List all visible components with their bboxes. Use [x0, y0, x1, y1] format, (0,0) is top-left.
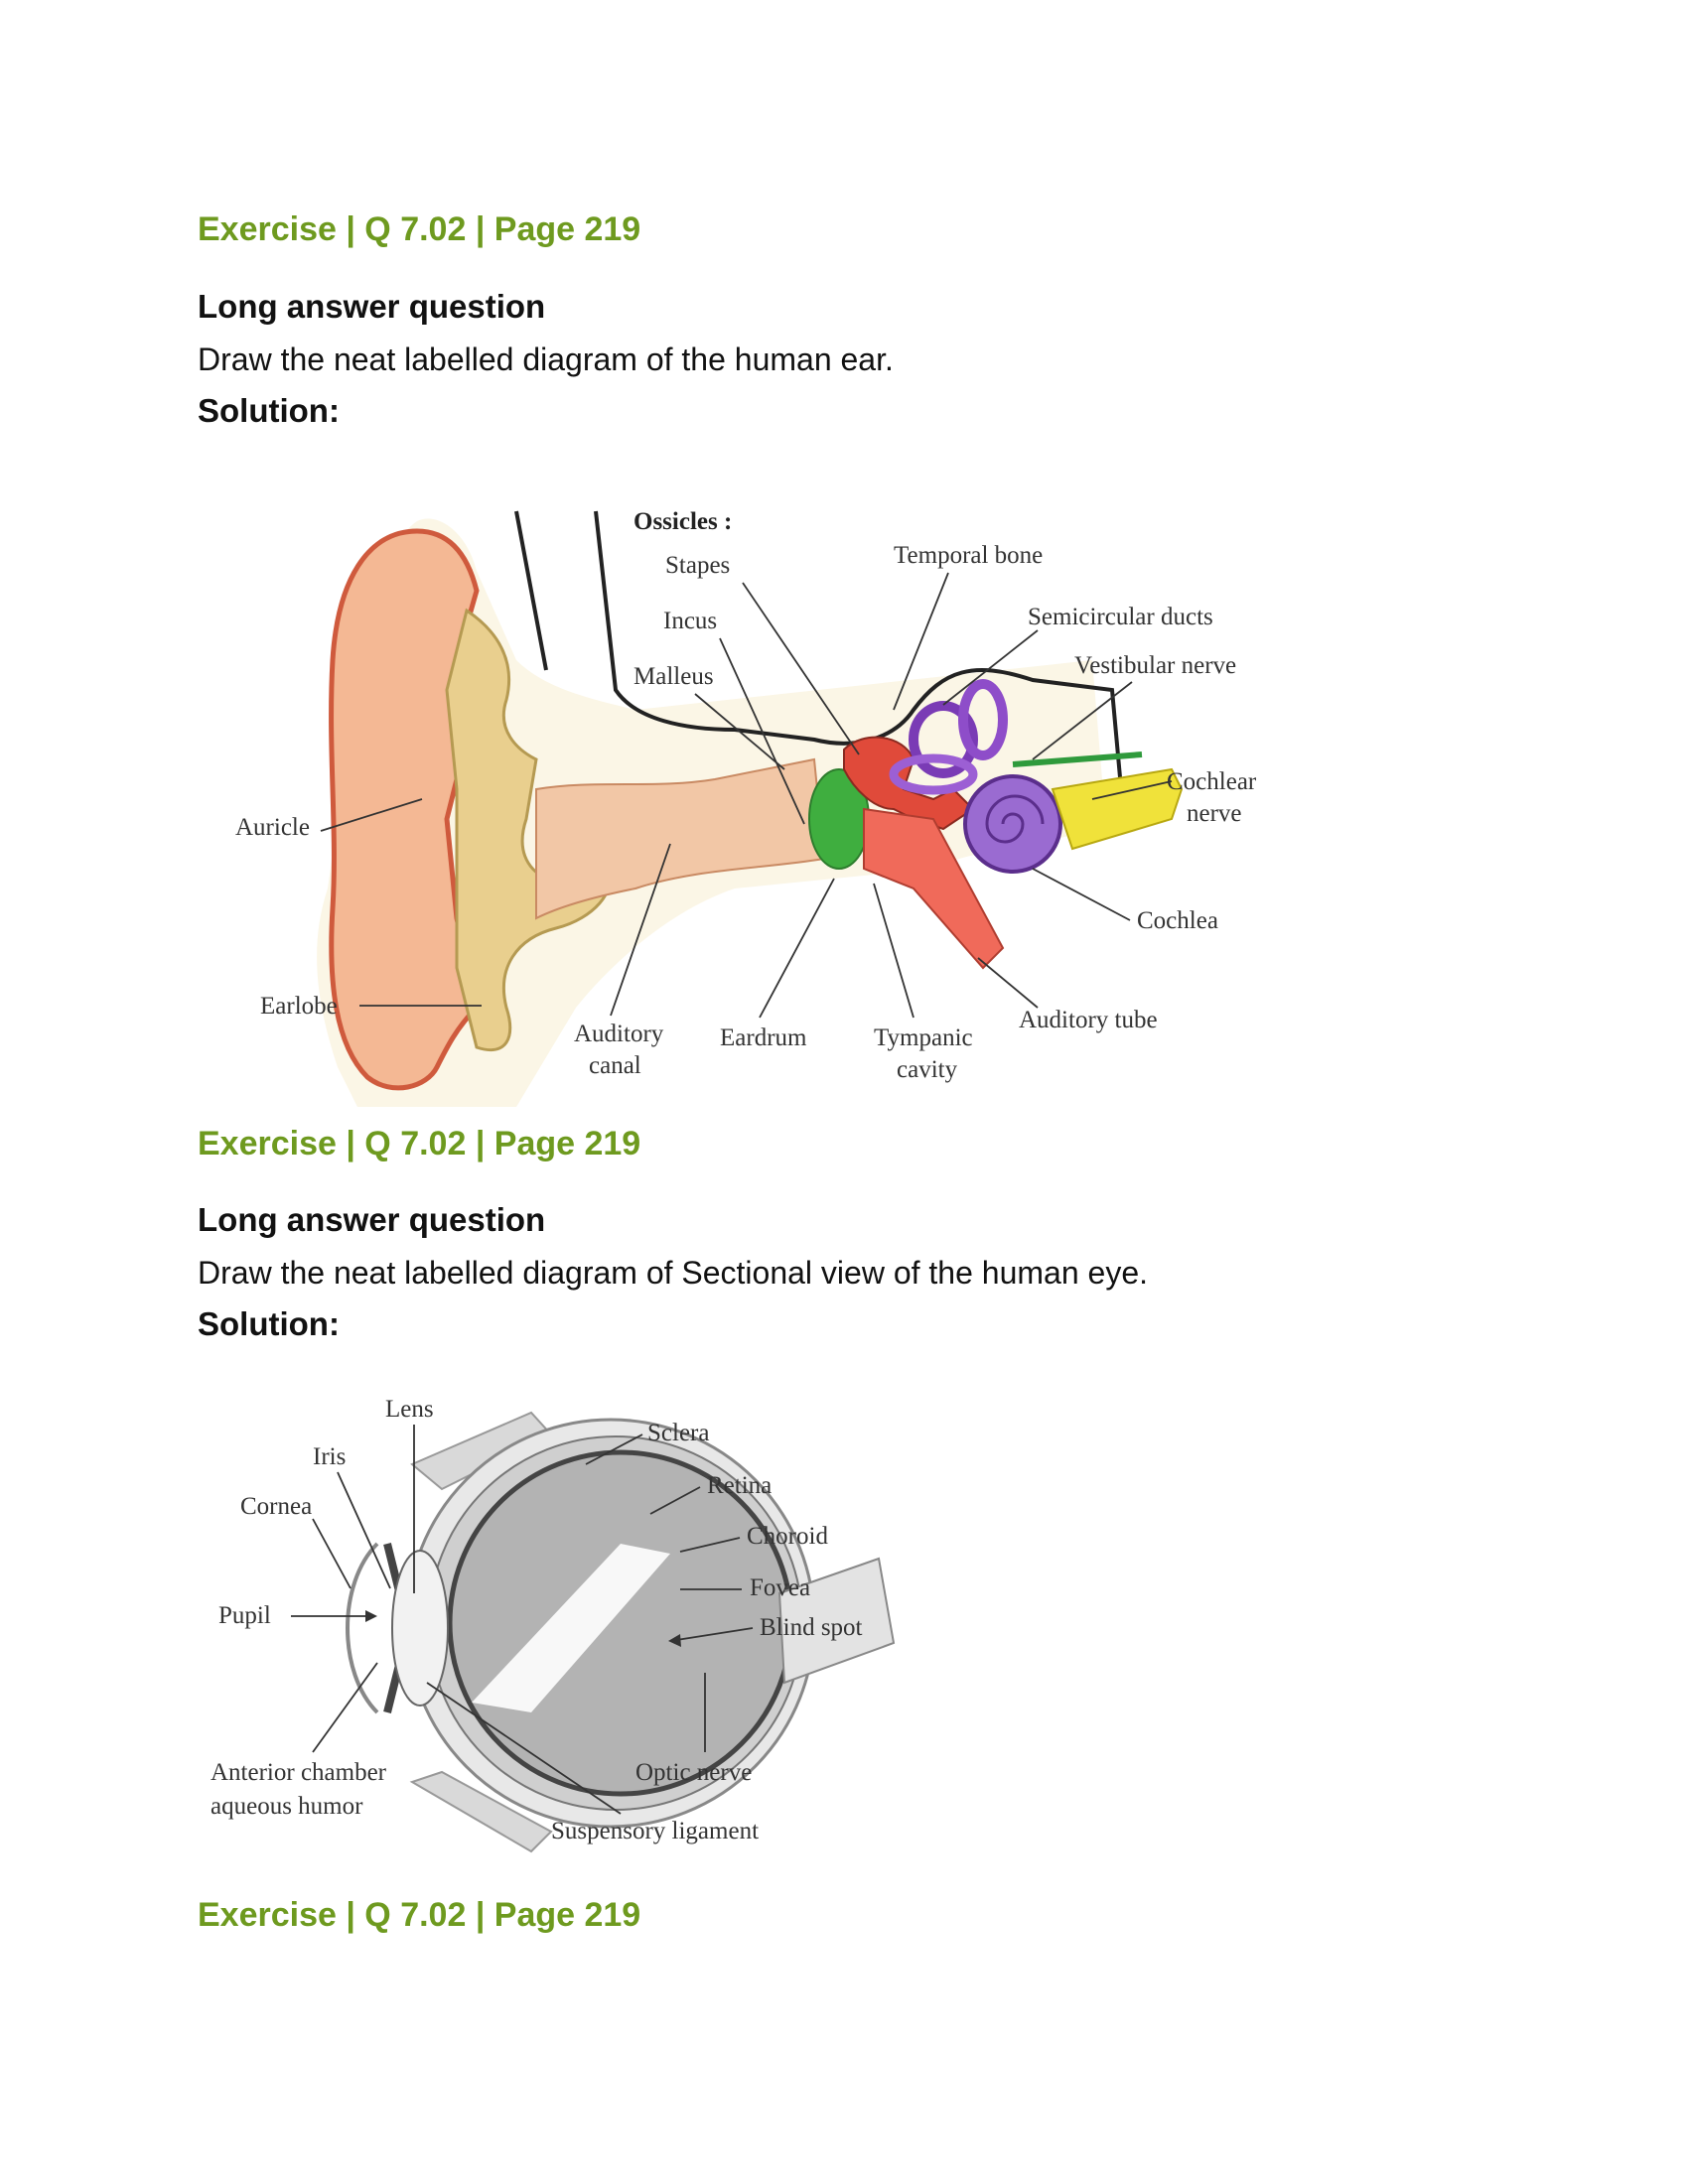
leader-tympanic-cavity — [874, 884, 914, 1018]
exercise-reference[interactable]: Exercise | Q 7.02 | Page 219 — [198, 210, 640, 249]
leader-cornea — [313, 1519, 351, 1588]
label-cochlear-nerve-1: Cochlear — [1167, 768, 1257, 795]
label-sclera: Sclera — [647, 1420, 709, 1446]
solution-label: Solution: — [198, 1305, 1148, 1343]
label-temporal-bone: Temporal bone — [894, 542, 1043, 569]
label-cochlea: Cochlea — [1137, 907, 1218, 934]
label-vestibular-nerve: Vestibular nerve — [1074, 652, 1236, 679]
label-choroid: Choroid — [747, 1523, 828, 1550]
label-earlobe: Earlobe — [260, 993, 338, 1020]
label-auditory-canal-2: canal — [589, 1052, 641, 1079]
label-suspensory-ligament: Suspensory ligament — [551, 1818, 759, 1844]
section-eye-header: Exercise | Q 7.02 | Page 219 — [198, 1125, 640, 1163]
leader-cochlea — [1033, 869, 1130, 920]
question-type: Long answer question — [198, 1201, 1148, 1239]
question-type: Long answer question — [198, 288, 894, 326]
label-iris: Iris — [313, 1443, 346, 1470]
lens-shape — [392, 1551, 448, 1706]
leader-auditory-tube — [978, 958, 1038, 1008]
label-incus: Incus — [663, 608, 717, 634]
label-auditory-canal-1: Auditory — [574, 1021, 664, 1047]
leader-iris — [338, 1472, 390, 1588]
cochlea-shape — [965, 776, 1060, 872]
label-anterior-chamber-2: aqueous humor — [211, 1793, 363, 1820]
exercise-reference[interactable]: Exercise | Q 7.02 | Page 219 — [198, 1125, 640, 1163]
solution-label: Solution: — [198, 392, 894, 430]
skull-outline — [516, 511, 546, 670]
label-auricle: Auricle — [235, 814, 310, 841]
label-blind-spot: Blind spot — [760, 1614, 863, 1641]
human-ear-diagram: Ossicles : Stapes Incus Malleus Temporal… — [218, 491, 1331, 1107]
label-fovea: Fovea — [750, 1574, 810, 1601]
label-auditory-tube: Auditory tube — [1019, 1007, 1158, 1033]
label-tympanic-cavity-2: cavity — [897, 1056, 958, 1083]
label-cornea: Cornea — [240, 1493, 312, 1520]
section-ear-question: Long answer question Draw the neat label… — [198, 288, 894, 430]
section-eye-question: Long answer question Draw the neat label… — [198, 1201, 1148, 1343]
label-retina: Retina — [707, 1472, 772, 1499]
leader-anterior-chamber — [313, 1663, 377, 1752]
label-optic-nerve: Optic nerve — [635, 1759, 752, 1786]
label-lens: Lens — [385, 1396, 434, 1423]
retina-shape — [450, 1452, 791, 1794]
label-cochlear-nerve-2: nerve — [1187, 800, 1242, 827]
label-semicircular-ducts: Semicircular ducts — [1028, 604, 1213, 630]
question-text: Draw the neat labelled diagram of the hu… — [198, 341, 894, 378]
label-pupil: Pupil — [218, 1602, 271, 1629]
human-eye-diagram: Lens Iris Cornea Pupil Sclera Retina Cho… — [204, 1385, 899, 1871]
label-malleus: Malleus — [633, 663, 714, 690]
label-tympanic-cavity-1: Tympanic — [874, 1024, 973, 1051]
section-ear-header: Exercise | Q 7.02 | Page 219 — [198, 210, 640, 249]
label-ossicles: Ossicles : — [633, 508, 732, 535]
label-eardrum: Eardrum — [720, 1024, 807, 1051]
question-text: Draw the neat labelled diagram of Sectio… — [198, 1255, 1148, 1292]
cornea-shape — [348, 1544, 377, 1712]
label-anterior-chamber-1: Anterior chamber — [211, 1759, 387, 1786]
arrow-pupil — [365, 1610, 377, 1622]
exercise-reference[interactable]: Exercise | Q 7.02 | Page 219 — [198, 1896, 640, 1935]
leader-eardrum — [760, 879, 834, 1018]
section-3-header: Exercise | Q 7.02 | Page 219 — [198, 1896, 640, 1935]
label-stapes: Stapes — [665, 552, 730, 579]
